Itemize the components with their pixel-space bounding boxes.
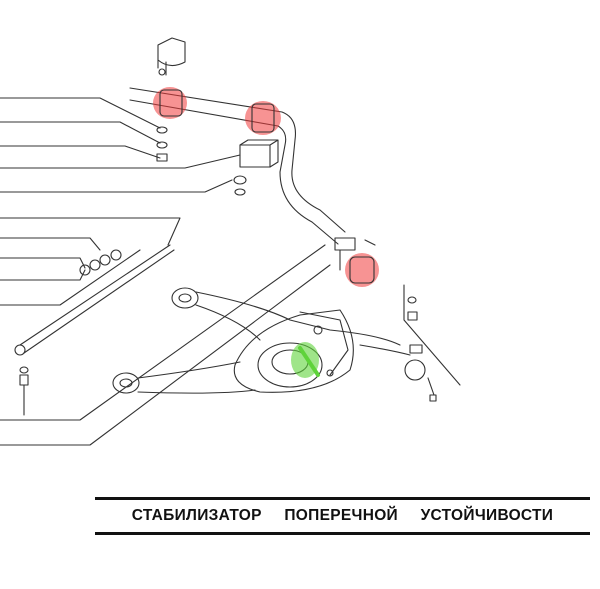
bracket [157,37,186,76]
stabilizer-bar [129,87,346,245]
bushing-left [153,87,187,119]
bushing-center [245,101,281,135]
bushings [153,87,379,287]
tie-rod [14,244,175,356]
fasteners [19,126,418,416]
lower-control-arm [112,287,437,402]
diagram-caption: СТАБИЛИЗАТОР ПОПЕРЕЧНОЙ УСТОЙЧИВОСТИ [95,497,590,535]
bushing-link [345,253,379,287]
leader-lines [0,97,461,446]
